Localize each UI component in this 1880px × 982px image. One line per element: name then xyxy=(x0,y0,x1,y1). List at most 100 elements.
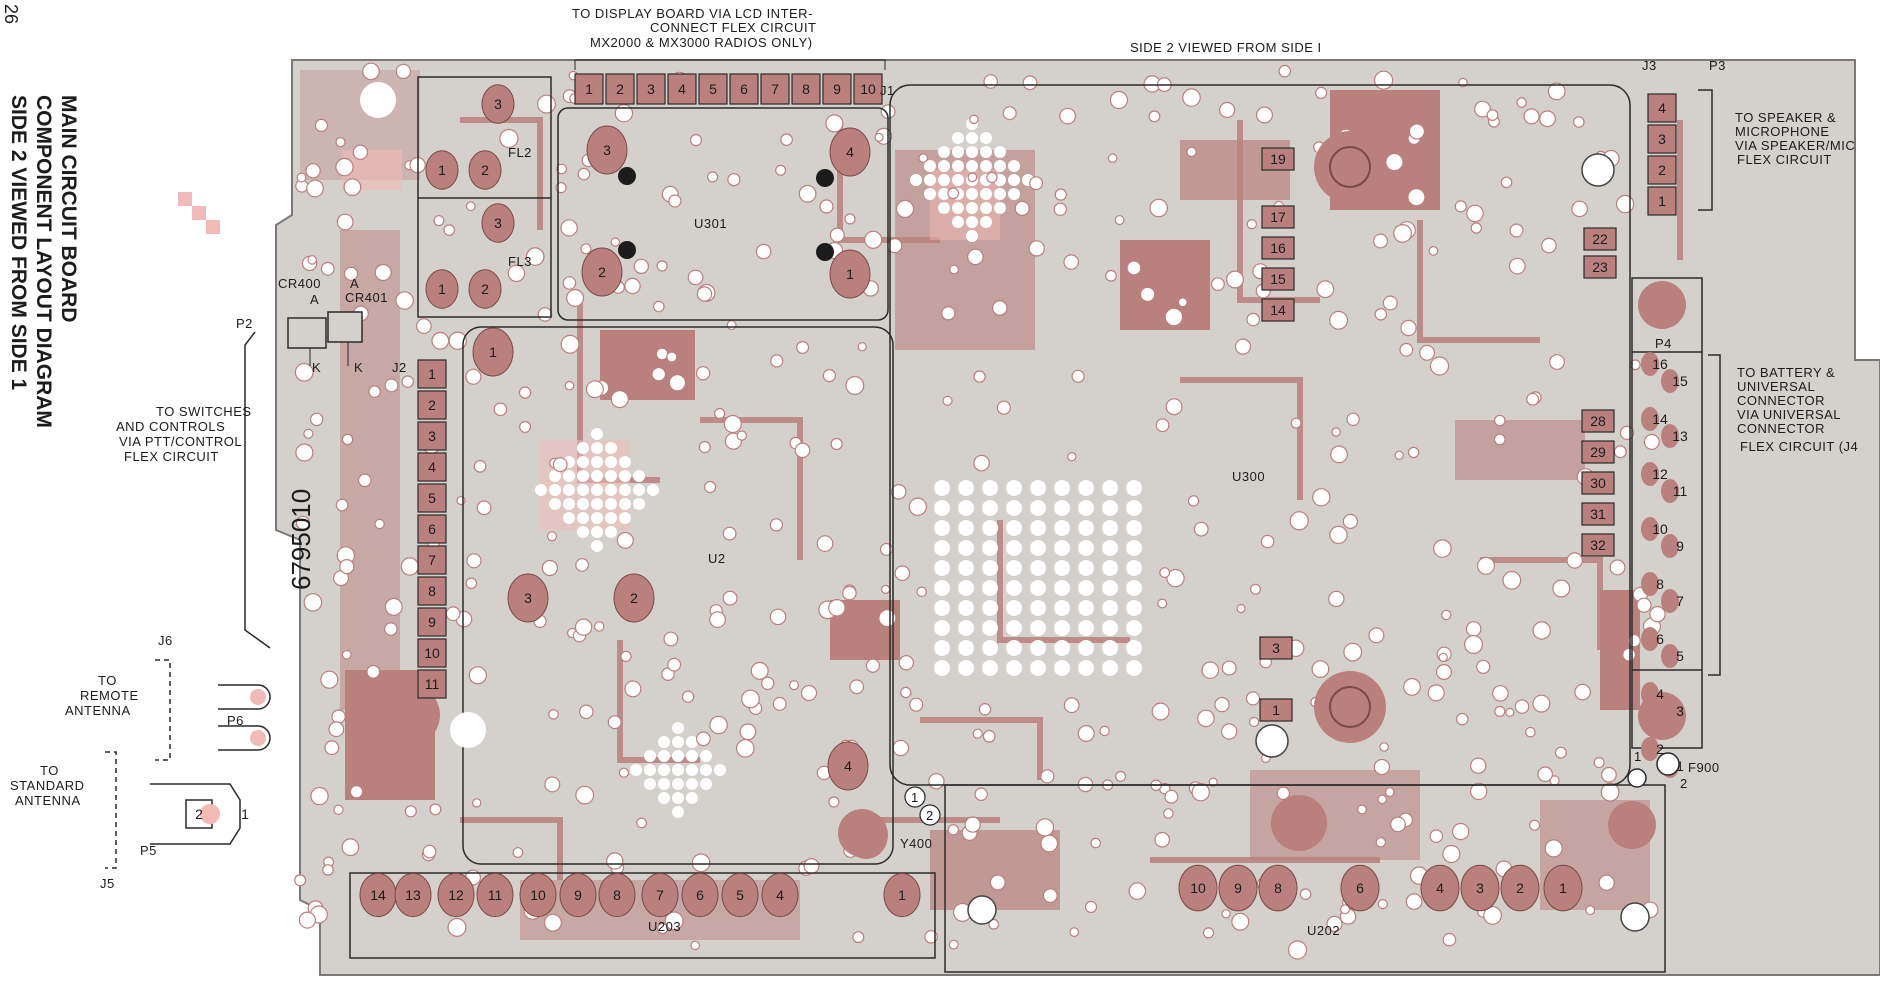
j1-pin-6-pad xyxy=(729,73,759,105)
battery-note-1: TO BATTERY & xyxy=(1737,365,1835,380)
j1-pin-1-pad xyxy=(574,73,604,105)
tp-31: 31 xyxy=(1590,506,1606,522)
p4-box xyxy=(1631,277,1703,749)
u203-box xyxy=(349,872,936,959)
u203-pin-13-pad xyxy=(394,872,432,918)
p4-pin-10: 10 xyxy=(1652,521,1668,537)
j1-pin-3-pad xyxy=(636,73,666,105)
y400 xyxy=(844,786,941,859)
standard-note-2: STANDARD xyxy=(10,778,85,793)
tp-19: 19 xyxy=(1270,151,1286,167)
u2-pin-4: 4 xyxy=(844,758,852,774)
u203-pin-11-pad xyxy=(476,872,514,918)
diodes xyxy=(287,311,363,366)
fl3-label: FL3 xyxy=(508,254,532,269)
y400-pin-1: 1 xyxy=(911,790,919,805)
tp-3: 3 xyxy=(1272,640,1280,656)
u202-pin-6: 6 xyxy=(1356,880,1364,896)
j1-pin-5: 5 xyxy=(709,81,717,97)
cr401-anode: A xyxy=(350,276,359,291)
fl2-label: FL2 xyxy=(508,145,532,160)
p4-pin-16: 16 xyxy=(1652,356,1668,372)
p4-pin-5: 5 xyxy=(1676,648,1684,664)
u202-pin-10-pad xyxy=(1178,864,1218,912)
u301-pin-1: 1 xyxy=(846,266,854,282)
j2-pin-8: 8 xyxy=(428,583,436,599)
u202-pin-1-pad xyxy=(1543,864,1583,912)
j1-pin-8: 8 xyxy=(802,81,810,97)
cr401-label: CR401 xyxy=(345,290,388,305)
u202-pin-2: 2 xyxy=(1516,880,1524,896)
u203-pin-4: 4 xyxy=(776,887,784,903)
bga-vias xyxy=(535,118,1142,818)
tp-19-pad xyxy=(1261,147,1295,171)
j3-pin-2: 2 xyxy=(1658,162,1666,178)
u203-pin-7-pad xyxy=(641,872,679,918)
j1-pin-3: 3 xyxy=(647,81,655,97)
j2-pin-7: 7 xyxy=(428,552,436,568)
f900-pin-2: 2 xyxy=(1680,776,1688,791)
standard-note-3: ANTENNA xyxy=(15,793,81,808)
tp-14: 14 xyxy=(1270,302,1286,318)
j1-pin-2-pad xyxy=(605,73,635,105)
j2-pin-11: 11 xyxy=(425,676,440,692)
u2-pin-4-pad xyxy=(827,741,869,791)
u2-box xyxy=(462,326,894,865)
j1-pin-1: 1 xyxy=(585,81,593,97)
speaker-note-4: FLEX CIRCUIT xyxy=(1737,152,1832,167)
battery-note-4: VIA UNIVERSAL xyxy=(1737,407,1841,422)
tp-14-pad xyxy=(1261,298,1295,322)
fl3-pin-1-pad xyxy=(425,269,459,309)
u203-pin-7: 7 xyxy=(656,887,664,903)
switches-note-4: FLEX CIRCUIT xyxy=(124,449,219,464)
u2-label: U2 xyxy=(708,551,726,566)
remote-note-1: TO xyxy=(98,673,117,688)
u202-pin-9: 9 xyxy=(1234,880,1242,896)
u202-box xyxy=(944,784,1666,973)
u301-pin-3-pad xyxy=(586,125,628,175)
u203-pin-13: 13 xyxy=(405,887,421,903)
p5-pin-2: 2 xyxy=(195,806,203,822)
u202-label: U202 xyxy=(1307,923,1340,938)
p4-pin-6: 6 xyxy=(1656,631,1664,647)
cr401-cathode: K xyxy=(354,360,363,375)
j2-pin-10-pad xyxy=(417,638,447,668)
tp-29-pad xyxy=(1581,440,1615,464)
p4-pin-12: 12 xyxy=(1652,466,1668,482)
j2-pin-2: 2 xyxy=(428,397,436,413)
u202-pin-10: 10 xyxy=(1190,880,1206,896)
j1-pin-6: 6 xyxy=(740,81,748,97)
j2-pin-4-pad xyxy=(417,452,447,482)
p4-pin-4: 4 xyxy=(1656,686,1664,702)
fl3-pin-2: 2 xyxy=(481,281,489,297)
p4-pin-1: 1 xyxy=(1676,758,1684,774)
antenna-highlights xyxy=(200,689,266,824)
u203-pin-12-pad xyxy=(437,872,475,918)
u203-pin-10-pad xyxy=(519,872,557,918)
u301-box xyxy=(557,107,889,321)
tp-1: 1 xyxy=(1272,702,1280,718)
standard-note-1: TO xyxy=(40,763,59,778)
j1-pin-7: 7 xyxy=(771,81,779,97)
p4-pin-7: 7 xyxy=(1676,593,1684,609)
j2-pin-1: 1 xyxy=(428,366,436,382)
fl3-pin-1: 1 xyxy=(438,281,446,297)
p4-pin-15: 15 xyxy=(1672,373,1688,389)
u202-pin-3: 3 xyxy=(1476,880,1484,896)
u300-label: U300 xyxy=(1232,469,1265,484)
p4-label: P4 xyxy=(1655,336,1672,351)
switches-note-2: AND CONTROLS xyxy=(116,419,225,434)
u301-pin-2: 2 xyxy=(598,264,606,280)
tp-23: 23 xyxy=(1592,259,1608,275)
p5-pin-1: 1 xyxy=(241,806,249,822)
tp-29: 29 xyxy=(1590,444,1606,460)
u203-pin-12: 12 xyxy=(448,887,464,903)
tp-1-pad xyxy=(1259,698,1293,722)
